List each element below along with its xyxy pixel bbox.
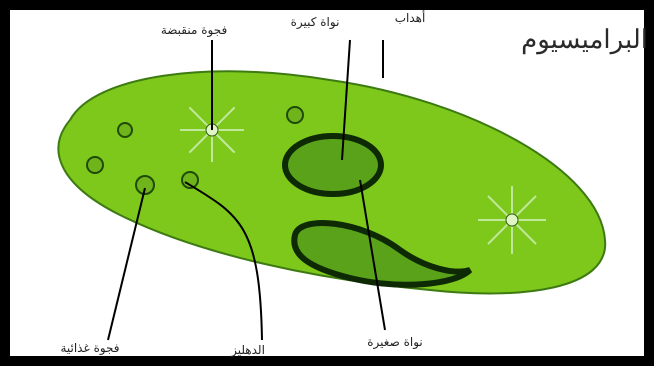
food-vacuole-5	[287, 107, 303, 123]
label-cilia: أهداب	[395, 10, 426, 25]
label-contractile-vacuole: فجوة منقبضة	[161, 23, 227, 38]
contractile-vacuole-posterior	[478, 186, 546, 254]
label-macronucleus: نواة كبيرة	[291, 15, 340, 30]
label-micronucleus: نواة صغيرة	[367, 335, 422, 350]
vacuole-center	[506, 214, 518, 226]
label-food-vacuole: فجوة غذائية	[60, 341, 119, 356]
diagram-title: البراميسيوم	[521, 25, 648, 55]
food-vacuole-2	[87, 157, 103, 173]
food-vacuole-1	[118, 123, 132, 137]
label-oral-groove: الدهليز	[230, 343, 265, 358]
macronucleus	[285, 136, 381, 194]
